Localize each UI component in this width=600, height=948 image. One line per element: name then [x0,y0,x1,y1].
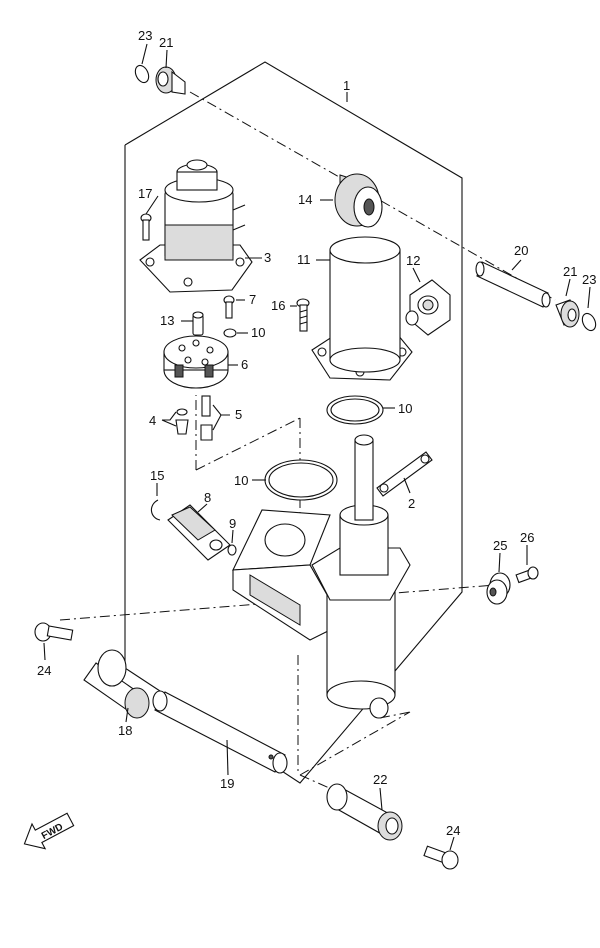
center-lines [59,91,556,796]
washer-10-small [223,328,237,338]
callout-16: 16 [271,298,285,313]
bolt-26 [515,566,539,584]
callout-1: 1 [343,78,350,93]
callout-10-c: 10 [398,401,412,416]
plug-12 [405,279,451,336]
callout-25: 25 [493,538,507,553]
callout-21-b: 21 [563,264,577,279]
pin-19 [152,690,288,774]
o-ring-9 [227,544,237,556]
fwd-label: FWD [40,822,65,842]
callout-11: 11 [297,252,311,267]
bushing-right [555,299,580,328]
screw-16 [296,298,310,332]
callout-14: 14 [298,192,312,207]
snap-ring-right [581,312,597,332]
assembly-boundary [124,61,463,784]
bracket-2 [376,451,433,497]
reservoir-11 [311,236,413,381]
rubber-bushing-14 [334,173,383,228]
callout-22: 22 [373,772,387,787]
callouts: 1 2 3 4 5 6 7 8 9 10 10 10 11 12 13 14 1… [37,28,596,838]
screw-17 [140,213,152,241]
bolt-24-left [34,622,74,642]
valve-set-5 [200,395,213,441]
callout-9: 9 [229,516,236,531]
bushing-top [155,66,186,95]
callout-15: 15 [150,468,164,483]
valve-set-4 [175,408,189,435]
callout-6: 6 [241,357,248,372]
callout-20: 20 [514,243,528,258]
callout-5: 5 [235,407,242,422]
callout-10-a: 10 [251,325,265,340]
callout-17: 17 [138,186,152,201]
bushing-22 [326,783,403,841]
bushing-18 [83,649,150,719]
callout-8: 8 [204,490,211,505]
callout-3: 3 [264,250,271,265]
valve-8 [167,504,231,561]
callout-19: 19 [220,776,234,791]
callout-13: 13 [160,313,174,328]
callout-7: 7 [249,292,256,307]
valve-13 [192,311,204,336]
clip-15 [150,499,161,521]
o-ring-10-left [264,459,338,501]
callout-24-a: 24 [37,663,51,678]
fwd-arrow-icon: FWD [23,812,75,850]
snap-ring-top [134,64,150,84]
tilt-cylinder [232,434,411,719]
callout-2: 2 [408,496,415,511]
callout-23-a: 23 [138,28,152,43]
pump-6 [163,335,229,389]
callout-12: 12 [406,253,420,268]
leader-lines [43,43,591,851]
bolt-24-right [423,845,459,870]
callout-21-a: 21 [159,35,173,50]
callout-18: 18 [118,723,132,738]
screw-7 [223,295,235,319]
callout-23-b: 23 [582,272,596,287]
callout-4: 4 [149,413,156,428]
callout-10-b: 10 [234,473,248,488]
o-ring-10-right [326,395,384,425]
shaft-20 [475,261,551,308]
trim-motor [139,159,253,293]
collar-25 [486,572,511,605]
callout-24-b: 24 [446,823,460,838]
callout-26: 26 [520,530,534,545]
